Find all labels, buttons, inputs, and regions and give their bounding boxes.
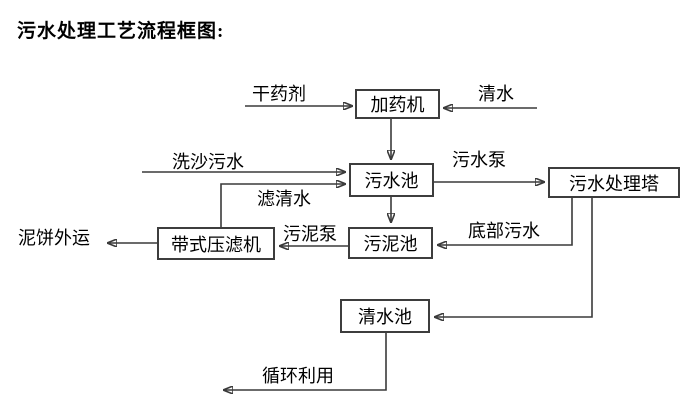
node-sludge-pool: 污泥池 [348, 227, 433, 259]
edge-label-bottom-sewage: 底部污水 [468, 221, 540, 241]
edge-label-sewage-pump: 污水泵 [452, 150, 506, 170]
edge-label-mud-cake-out: 泥饼外运 [18, 228, 90, 248]
arrow-recycling [224, 333, 387, 390]
edge-label-clean-water: 清水 [478, 84, 514, 104]
edge-label-sand-washing-sewage: 洗沙污水 [172, 152, 244, 172]
edge-label-sludge-pump: 污泥泵 [283, 224, 337, 244]
diagram-title: 污水处理工艺流程框图: [17, 21, 225, 42]
arrow-filtered-water [220, 184, 345, 228]
node-clean-water-pool: 清水池 [340, 299, 430, 333]
arrow-tower-to-clean-pool [435, 198, 593, 317]
edge-label-filtered-water: 滤清水 [257, 189, 311, 209]
edge-label-dry-chemical: 干药剂 [252, 84, 306, 104]
node-sewage-pool: 污水池 [349, 163, 434, 197]
arrow-bottom-sewage [438, 198, 573, 245]
edge-label-recycling: 循环利用 [262, 366, 334, 386]
node-treatment-tower: 污水处理塔 [548, 167, 680, 198]
node-belt-filter-press: 带式压滤机 [157, 227, 275, 260]
node-dosing-machine: 加药机 [355, 89, 440, 119]
